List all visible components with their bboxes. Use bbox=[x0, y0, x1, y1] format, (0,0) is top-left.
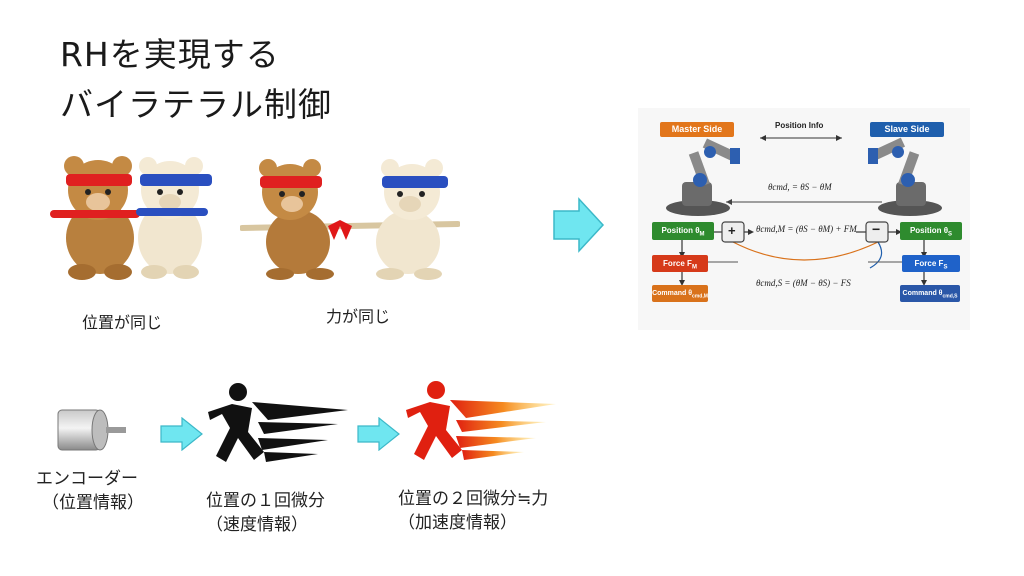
running-person-black-icon bbox=[208, 383, 348, 462]
master-side-label: Master Side bbox=[660, 122, 734, 137]
sum-minus-node bbox=[865, 221, 889, 243]
position-slave-box: Position θS bbox=[900, 222, 962, 240]
force-master-box: Force FM bbox=[652, 255, 708, 272]
second-derivative-line2: （加速度情報） bbox=[398, 513, 517, 533]
master-robot-arm-icon bbox=[666, 138, 740, 216]
position-master-box: Position θM bbox=[652, 222, 714, 240]
equation-slave-command: θcmd,S = (θM − θS) − FS bbox=[756, 278, 851, 288]
minus-sign: − bbox=[872, 221, 881, 237]
first-derivative-line1: 位置の１回微分 bbox=[206, 491, 325, 511]
cream-bear-icon bbox=[376, 159, 448, 280]
equation-top: θcmd, = θS − θM bbox=[768, 182, 832, 192]
encoder-motor-icon bbox=[57, 409, 126, 451]
brown-bear-icon bbox=[50, 156, 140, 280]
title-line-2: バイラテラル制御 bbox=[60, 85, 332, 124]
arrow-right-icon bbox=[357, 417, 400, 451]
force-slave-box: Force FS bbox=[902, 255, 960, 272]
equation-master-command: θcmd,M = (θS − θM) + FM bbox=[756, 224, 857, 234]
command-slave-box: Command θcmd,S bbox=[900, 285, 960, 302]
command-master-box: Command θcmd,M bbox=[652, 285, 708, 302]
cream-bear-icon bbox=[136, 157, 212, 279]
plus-sign: + bbox=[728, 223, 736, 238]
bears-same-position-illustration bbox=[50, 156, 212, 280]
red-ribbon-icon bbox=[328, 220, 352, 240]
slave-side-label: Slave Side bbox=[870, 122, 944, 137]
bilateral-control-diagram: Master Side Slave Side Position Info θcm… bbox=[638, 108, 970, 330]
brown-bear-icon bbox=[259, 159, 334, 280]
first-derivative-line2: （速度情報） bbox=[206, 515, 308, 535]
caption-same-force: 力が同じ bbox=[326, 307, 391, 326]
slave-robot-arm-icon bbox=[868, 137, 942, 216]
sum-plus-node bbox=[721, 221, 745, 243]
caption-same-position: 位置が同じ bbox=[82, 313, 163, 332]
second-derivative-line1: 位置の２回微分≒力 bbox=[398, 489, 549, 509]
arrow-right-icon bbox=[160, 417, 203, 451]
title-line-1: RHを実現する bbox=[60, 35, 280, 74]
position-info-label: Position Info bbox=[775, 121, 824, 130]
arrow-right-icon bbox=[553, 197, 605, 253]
bears-same-force-illustration bbox=[240, 159, 460, 280]
encoder-label-line2: （位置情報） bbox=[42, 493, 144, 513]
running-person-red-icon bbox=[406, 381, 556, 460]
encoder-label-line1: エンコーダー bbox=[36, 469, 138, 489]
